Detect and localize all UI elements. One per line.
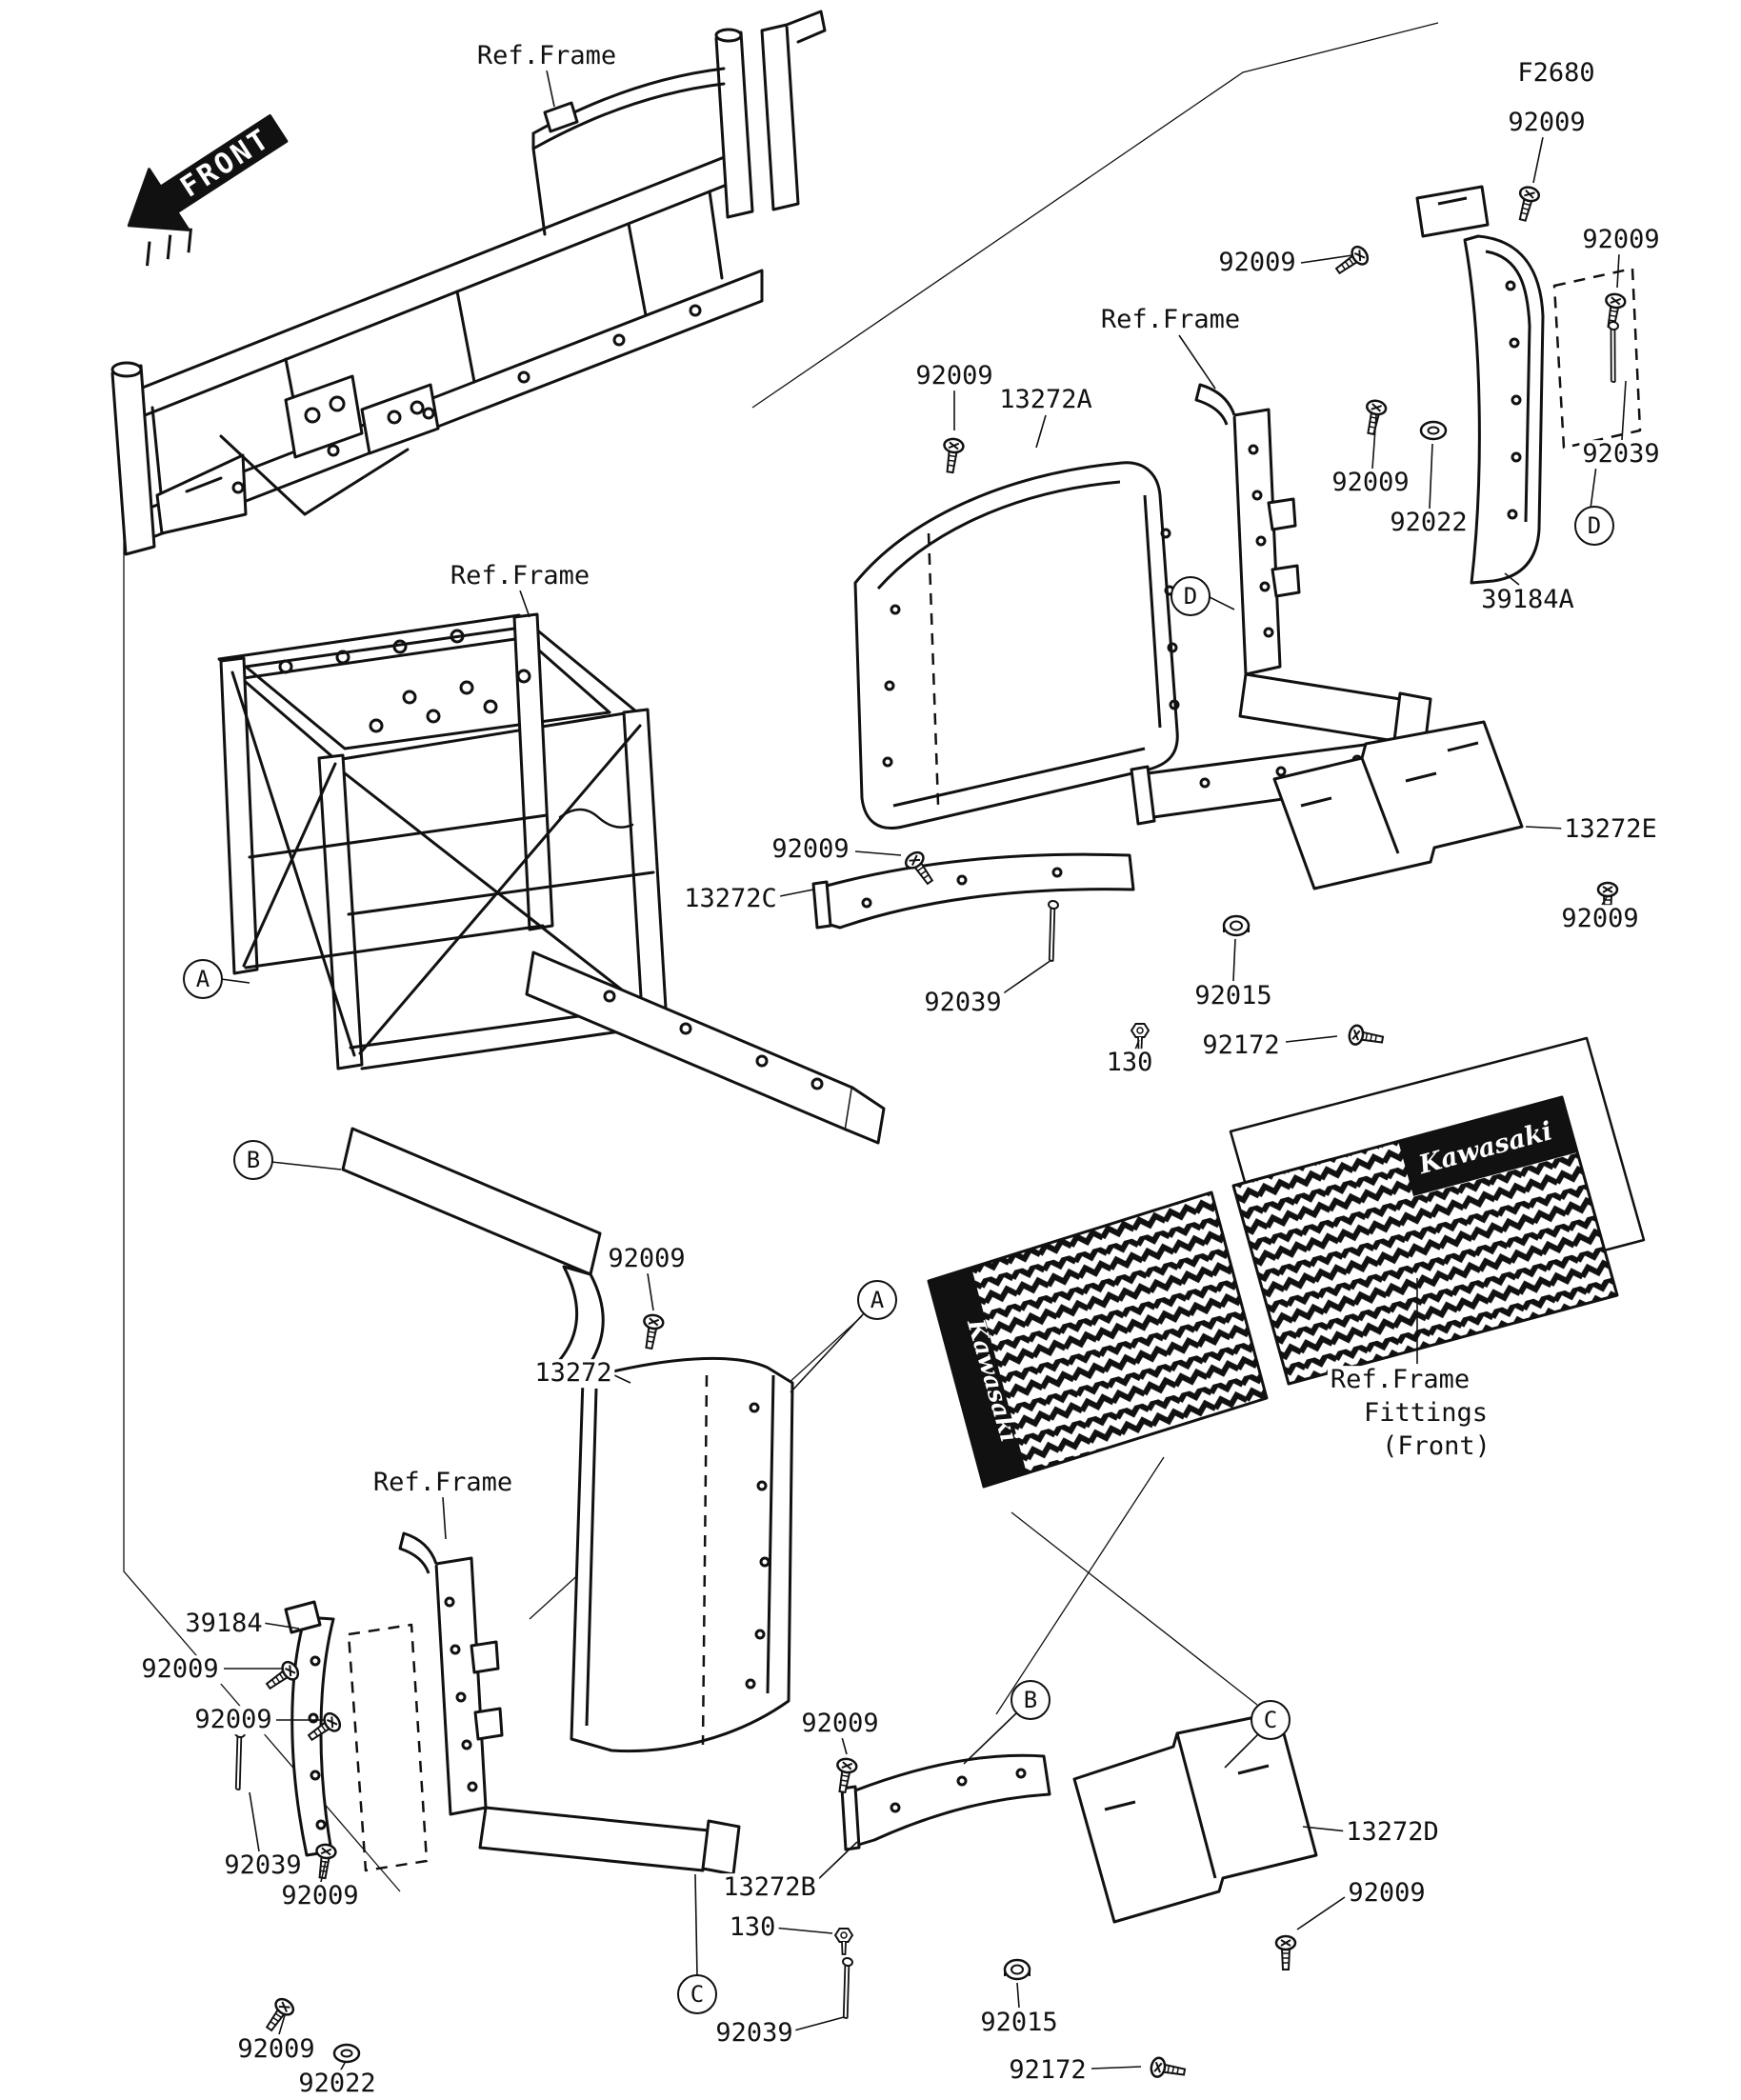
- part-label-92039: 92039: [1579, 440, 1663, 469]
- bolt-icon: [834, 1928, 853, 1955]
- callout-c: C: [677, 1974, 717, 2014]
- part-label-92009: 92009: [138, 1655, 222, 1684]
- frame-upright-right-drawing: [1130, 383, 1432, 826]
- part-label-92039: 92039: [921, 989, 1005, 1017]
- part-label-92172: 92172: [1006, 2056, 1090, 2085]
- part-label-ref-frame: Ref.Frame: [447, 562, 593, 590]
- part-label-92009: 92009: [1579, 226, 1663, 254]
- part-label-92009: 92009: [1215, 249, 1299, 277]
- screw-icon: [1360, 397, 1389, 437]
- panel-39184a-drawing: [1415, 185, 1642, 585]
- part-label-92039: 92039: [712, 2019, 796, 2048]
- screw-icon: [638, 1312, 666, 1351]
- part-label-92009: 92009: [278, 1882, 362, 1910]
- part-label-92009: 92009: [769, 835, 852, 864]
- plate-13272d-drawing: [1072, 1710, 1318, 1924]
- callout-a: A: [857, 1280, 897, 1320]
- part-label-92009: 92009: [1329, 469, 1412, 497]
- screw-icon: [939, 436, 966, 475]
- screw-icon: [1149, 2055, 1188, 2083]
- screw-icon: [1511, 184, 1542, 224]
- callout-a: A: [183, 959, 223, 999]
- screw-icon: [311, 1842, 338, 1881]
- part-label-39184a: 39184A: [1478, 586, 1577, 614]
- panel-39184-drawing: [284, 1600, 429, 1872]
- part-label-13272c: 13272C: [681, 885, 780, 913]
- screw-icon: [1331, 242, 1372, 280]
- callout-c: C: [1251, 1700, 1291, 1740]
- part-label-f2680: F2680: [1514, 59, 1598, 88]
- part-label-92009: 92009: [798, 1710, 882, 1738]
- part-label-39184: 39184: [182, 1610, 266, 1638]
- part-label-92039: 92039: [221, 1851, 305, 1880]
- part-label-ref-frame: Ref.Frame: [370, 1469, 516, 1497]
- bolt-icon: [1131, 1023, 1150, 1050]
- floor-mat-drawing: Kawasaki Kawasaki: [927, 1036, 1646, 1489]
- pin-icon: [1598, 320, 1627, 384]
- washer-icon: [1419, 420, 1448, 441]
- part-label-92172: 92172: [1199, 1031, 1283, 1060]
- front-arrow-label: FRONT: [174, 122, 276, 205]
- part-label-92022: 92022: [1387, 509, 1471, 537]
- part-label-ref-frame: Ref.Frame: [1097, 306, 1244, 334]
- part-label-ref-frame: Ref.Frame: [473, 42, 620, 70]
- cargo-bed-frame-drawing: [110, 10, 827, 556]
- nut-icon: [1003, 1958, 1031, 1981]
- part-label-92009: 92009: [1345, 1879, 1429, 1908]
- part-label-92009: 92009: [605, 1245, 689, 1273]
- part-label-ref-frame: Ref.Frame: [1327, 1366, 1473, 1394]
- callout-b: B: [233, 1140, 273, 1180]
- part-label-13272: 13272: [531, 1359, 615, 1388]
- panel-13272c-drawing: [811, 852, 1135, 930]
- part-label-130: 130: [1103, 1049, 1156, 1077]
- nut-icon: [1222, 914, 1251, 937]
- part-label-fittings: Fittings: [1360, 1399, 1491, 1428]
- callout-d: D: [1574, 506, 1614, 546]
- part-label--front-: (Front): [1379, 1432, 1493, 1461]
- part-label-92015: 92015: [977, 2009, 1061, 2037]
- callout-d: D: [1171, 576, 1211, 616]
- part-label-92009: 92009: [1505, 109, 1589, 137]
- pin-icon: [830, 1956, 861, 2020]
- panel-13272-drawing: [570, 1356, 794, 1753]
- part-label-13272b: 13272B: [720, 1873, 819, 1902]
- pin-icon: [223, 1728, 253, 1791]
- seat-frame-drawing: [217, 612, 886, 1375]
- washer-icon: [332, 2043, 361, 2064]
- callout-b: B: [1011, 1680, 1051, 1720]
- part-label-13272a: 13272A: [996, 386, 1095, 414]
- part-label-13272d: 13272D: [1343, 1818, 1442, 1847]
- plate-13272b-drawing: [840, 1753, 1051, 1851]
- part-label-92009: 92009: [234, 2035, 318, 2064]
- screw-icon: [260, 1994, 298, 2036]
- part-label-92009: 92009: [1558, 905, 1642, 933]
- front-arrow: FRONT: [127, 113, 289, 267]
- panel-13272a-drawing: [853, 461, 1180, 830]
- pin-icon: [1036, 899, 1067, 963]
- part-label-92009: 92009: [191, 1706, 275, 1734]
- part-label-13272e: 13272E: [1561, 815, 1660, 844]
- part-label-130: 130: [726, 1913, 779, 1942]
- screw-icon: [1274, 1934, 1297, 1971]
- part-label-92022: 92022: [295, 2070, 379, 2098]
- part-label-92015: 92015: [1191, 982, 1275, 1010]
- screw-icon: [1347, 1023, 1386, 1050]
- frame-upright-bottom-drawing: [398, 1531, 741, 1876]
- leader-lines: [220, 70, 1627, 2072]
- part-label-92009: 92009: [912, 362, 996, 390]
- plate-13272e-drawing: [1272, 720, 1524, 890]
